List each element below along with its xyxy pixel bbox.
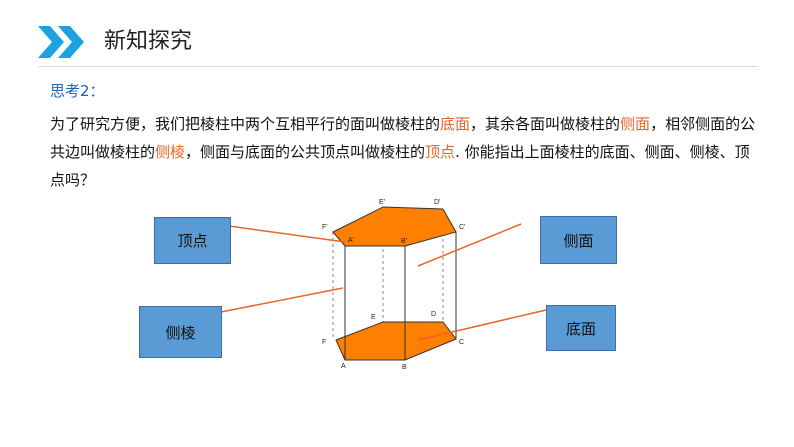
vertex-label: A': [348, 237, 354, 244]
page-title: 新知探究: [104, 29, 193, 54]
vertex-label: F: [322, 339, 326, 346]
text-segment: ，其余各面叫做棱柱的: [470, 115, 621, 133]
vertex-label: D': [434, 199, 440, 206]
callout-vertex: 顶点: [154, 217, 231, 264]
vertex-label: E': [379, 199, 385, 206]
question-label: 思考2：: [50, 82, 105, 100]
text-segment: ，侧面与底面的公共顶点叫做棱柱的: [185, 143, 426, 161]
term-vertex: 顶点: [425, 143, 456, 161]
definition-paragraph: 为了研究方便，我们把棱柱中两个互相平行的面叫做棱柱的底面，其余各面叫做棱柱的侧面…: [50, 110, 760, 194]
text-segment: 为了研究方便，我们把棱柱中两个互相平行的面叫做棱柱的: [50, 115, 441, 133]
vertex-label: C: [459, 339, 464, 346]
term-lateral-face: 侧面: [620, 115, 651, 133]
term-lateral-edge: 侧棱: [155, 143, 186, 161]
vertex-label: C': [459, 224, 465, 231]
double-chevron-right-icon: [38, 26, 84, 58]
callout-base: 底面: [546, 305, 616, 351]
callout-lateral-edge: 侧棱: [139, 306, 222, 358]
header-divider: [38, 66, 758, 67]
text-segment: ，相邻侧面的公共边叫做棱柱的: [50, 115, 756, 161]
leader-lines: [220, 223, 547, 341]
vertex-label: E: [371, 314, 376, 321]
callout-lateral-face: 侧面: [540, 216, 617, 264]
vertex-label: B': [401, 238, 407, 245]
vertex-label: D: [431, 311, 436, 318]
vertex-label: B: [402, 364, 407, 371]
term-base: 底面: [440, 115, 471, 133]
vertex-label: A: [341, 363, 346, 370]
vertex-label: F': [322, 224, 328, 231]
bottom-base: [335, 321, 457, 361]
text-segment: . 你能指出上面棱柱的底面、侧面、侧棱、顶点吗？: [50, 143, 750, 189]
